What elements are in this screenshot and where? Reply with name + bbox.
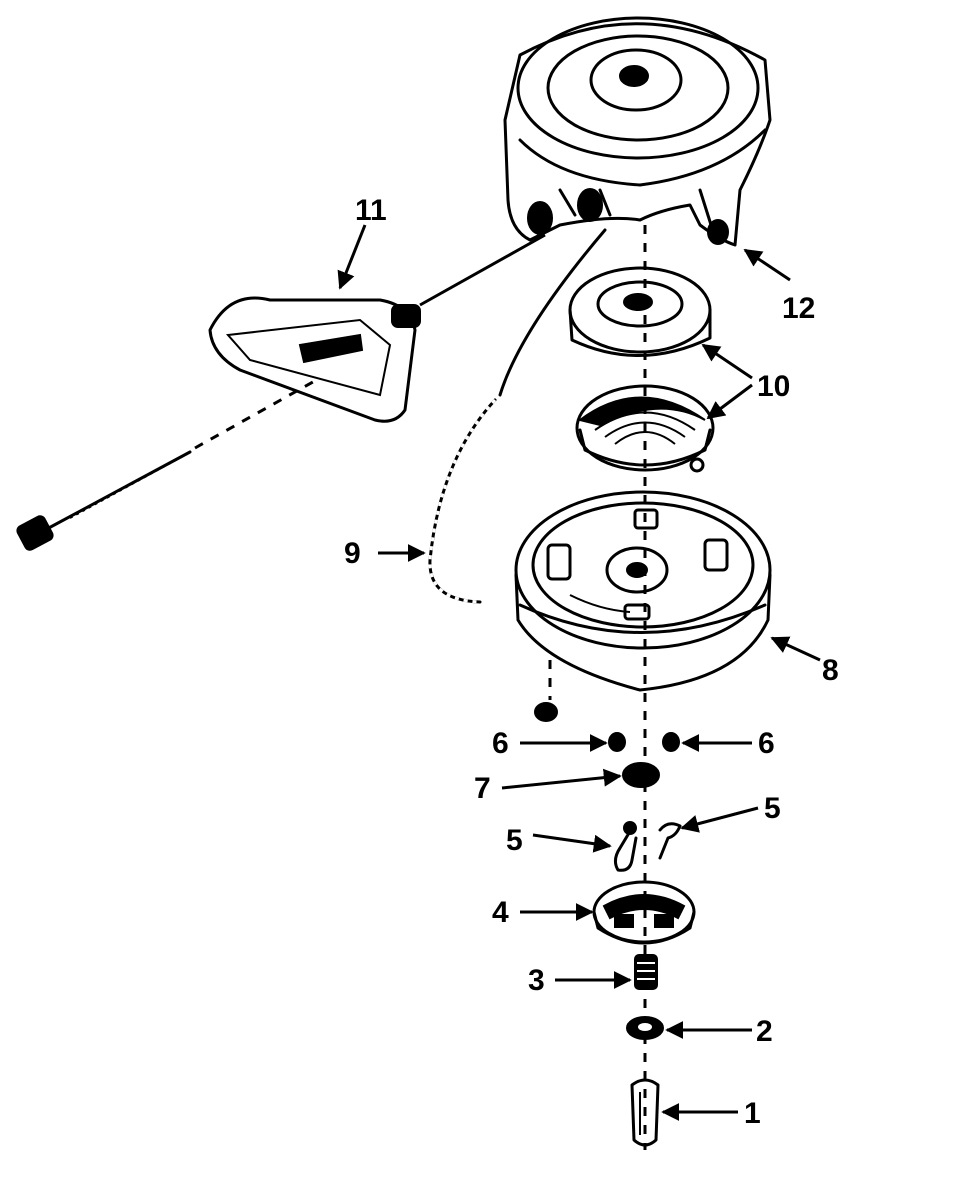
part-10-rewind-spring-assembly bbox=[568, 266, 715, 473]
callout-3: 3 bbox=[528, 964, 545, 997]
part-6-left-spring bbox=[608, 732, 626, 752]
callout-11: 11 bbox=[355, 194, 387, 227]
part-7-washer bbox=[622, 762, 660, 788]
callout-4: 4 bbox=[492, 896, 509, 929]
callout-8: 8 bbox=[822, 654, 839, 687]
callout-leaders bbox=[337, 224, 821, 1121]
callout-12: 12 bbox=[782, 292, 815, 325]
part-8-rope-pulley bbox=[514, 490, 772, 700]
callout-6-right: 6 bbox=[758, 727, 775, 760]
handle-bolt bbox=[16, 376, 321, 551]
part-3-brake-spring bbox=[634, 954, 658, 990]
callout-2: 2 bbox=[756, 1015, 773, 1048]
part-5-left-pawl bbox=[613, 821, 638, 872]
callout-1: 1 bbox=[744, 1097, 761, 1130]
callout-7: 7 bbox=[474, 772, 491, 805]
leader-8 bbox=[770, 636, 821, 662]
leader-10b bbox=[706, 383, 753, 420]
leader-7 bbox=[501, 768, 622, 790]
callout-10: 10 bbox=[757, 370, 790, 403]
leader-12 bbox=[743, 248, 791, 282]
part-1-center-pin bbox=[630, 1078, 660, 1147]
callout-5-right: 5 bbox=[764, 792, 781, 825]
part-5-right-pawl bbox=[658, 822, 682, 860]
part-12-housing bbox=[503, 16, 772, 247]
part-11-starter-handle bbox=[208, 233, 546, 423]
callout-9: 9 bbox=[344, 537, 361, 570]
part-loose-nut bbox=[534, 702, 558, 722]
callout-6-left: 6 bbox=[492, 727, 509, 760]
part-9-starter-rope bbox=[428, 228, 607, 604]
part-4-pawl-retainer bbox=[592, 880, 696, 945]
callout-5-left: 5 bbox=[506, 824, 523, 857]
part-6-right-spring bbox=[662, 732, 680, 752]
leader-11 bbox=[337, 224, 367, 290]
leader-5-right bbox=[680, 806, 759, 833]
leader-10a bbox=[701, 343, 753, 380]
leader-5-left bbox=[532, 833, 612, 853]
part-2-washer bbox=[626, 1016, 664, 1040]
